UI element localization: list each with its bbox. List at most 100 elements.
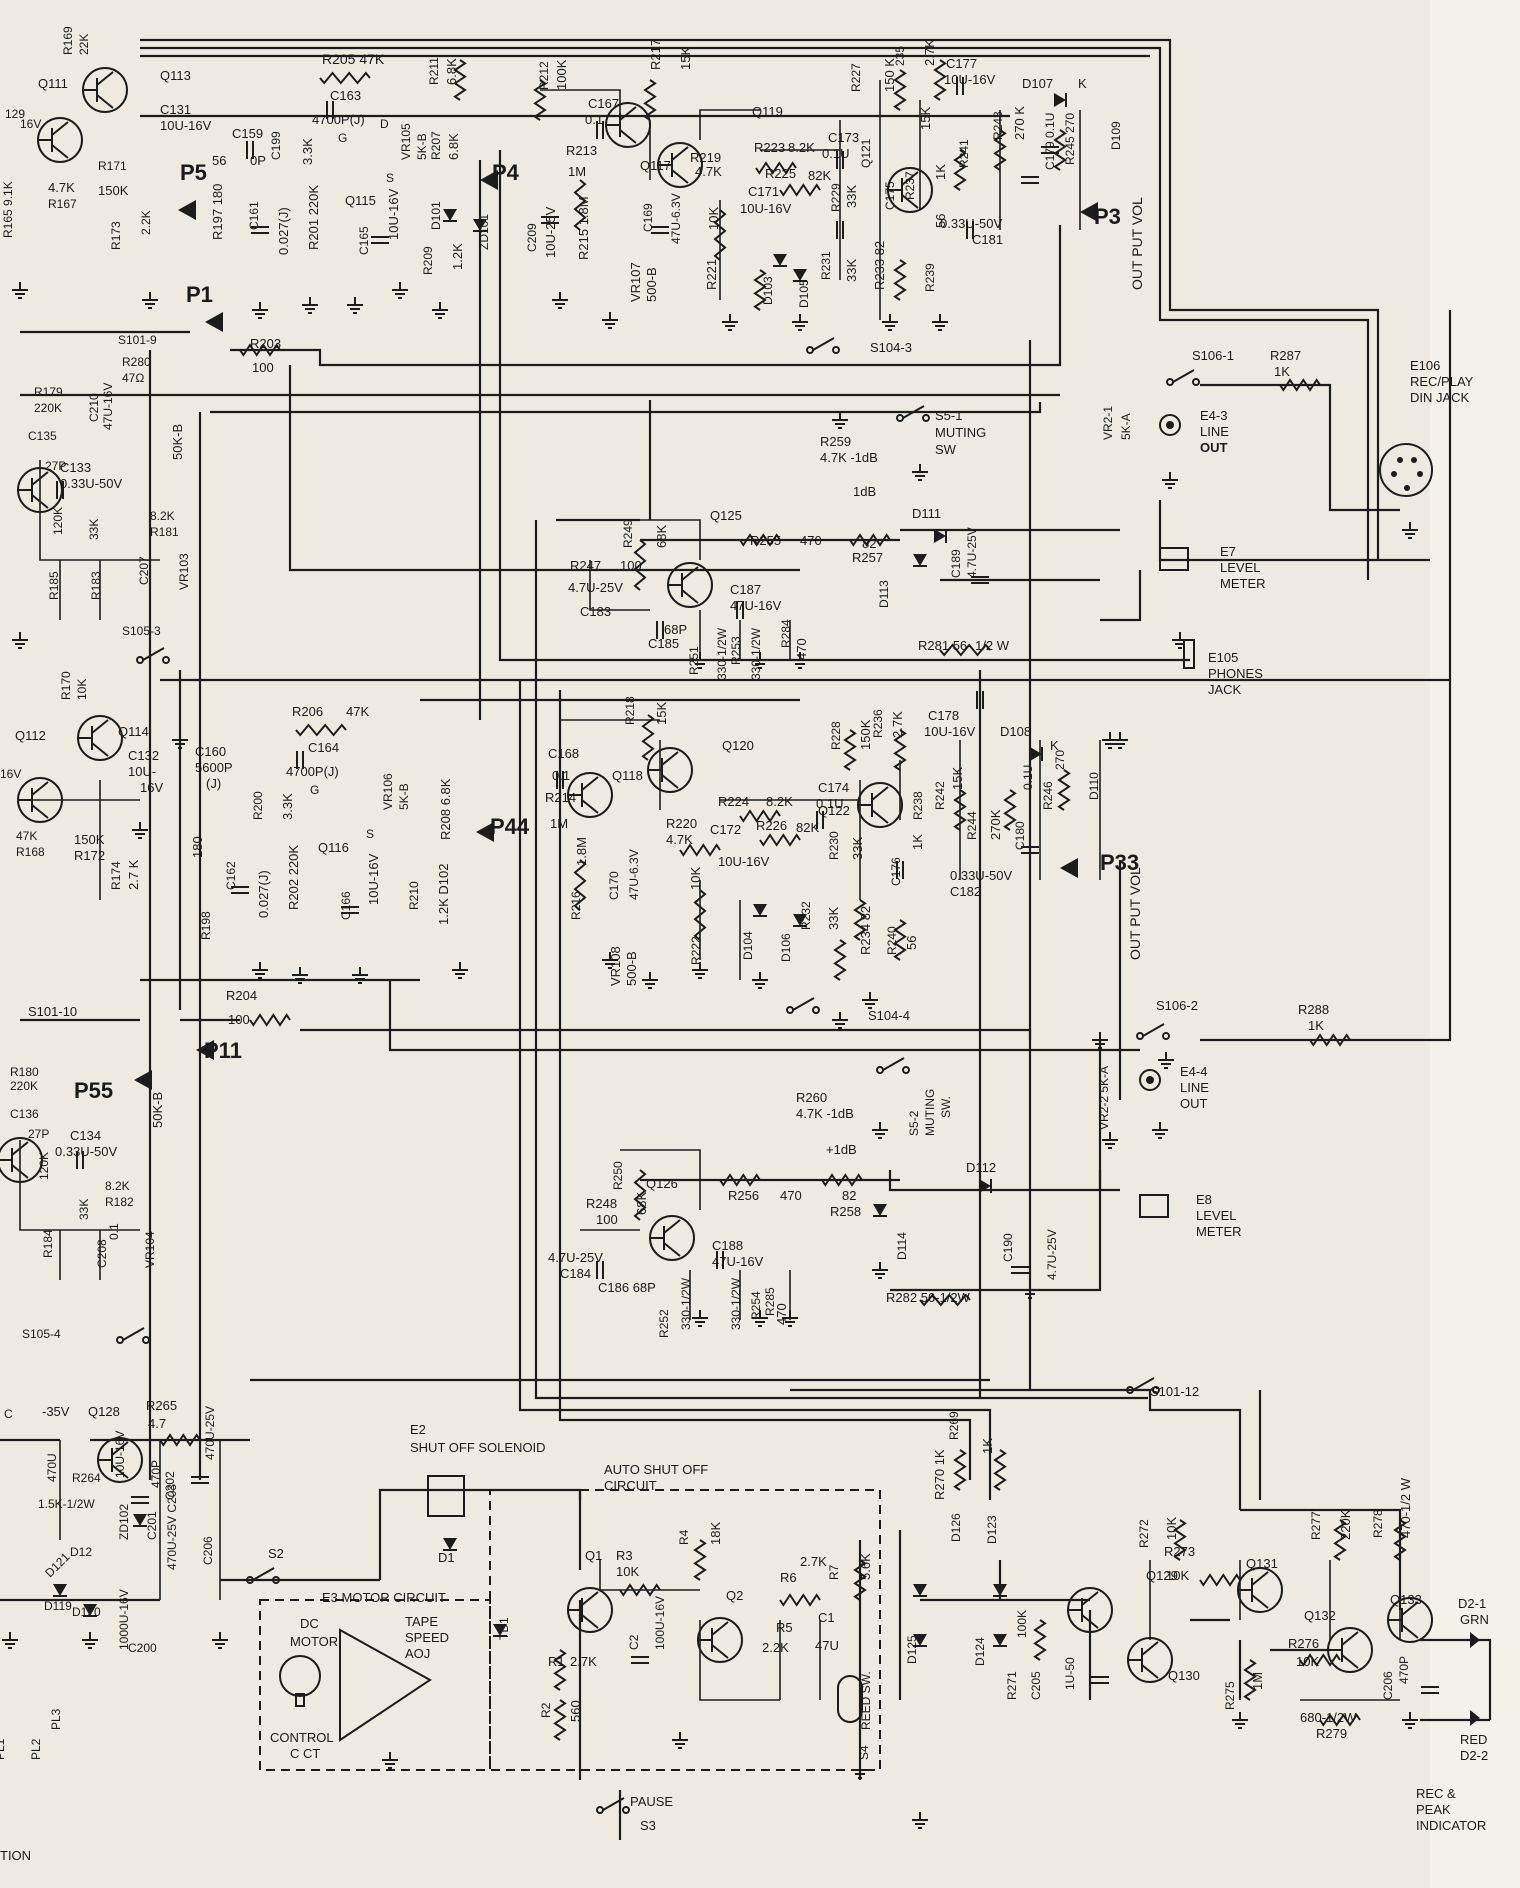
ground-symbol xyxy=(302,297,318,314)
ground-symbol xyxy=(347,297,363,314)
ground-symbol xyxy=(142,292,158,309)
label: R225 xyxy=(765,166,796,181)
diode-symbol xyxy=(493,1624,507,1637)
rca-jack-symbol xyxy=(1139,1069,1161,1091)
test-point-arrow xyxy=(1060,858,1078,878)
label: P33 xyxy=(1100,850,1139,875)
label: R256 xyxy=(728,1188,759,1203)
label: Q118 xyxy=(612,768,643,783)
ground-symbol xyxy=(752,972,768,989)
label: 33K xyxy=(826,907,841,930)
resistor-symbol xyxy=(1279,378,1321,392)
label: K xyxy=(1050,738,1059,753)
ground-symbol xyxy=(862,992,878,1009)
label: 4.7U-25V xyxy=(965,527,979,578)
label: 68P xyxy=(664,622,687,637)
label: E2 xyxy=(410,1422,426,1437)
label: 10U-16V xyxy=(718,854,770,869)
label: 4700P(J) xyxy=(312,112,365,127)
label: S5-1 xyxy=(935,408,962,423)
resistor-symbol xyxy=(1333,1519,1347,1561)
label: 4.7K xyxy=(695,164,722,179)
label: D120 xyxy=(72,1605,101,1619)
label: R201 220K xyxy=(306,185,321,250)
label: D109 xyxy=(1109,121,1123,150)
label: 4.7U-25V xyxy=(568,580,623,595)
resistor-symbol xyxy=(1309,1033,1351,1047)
label: 470P xyxy=(149,1460,163,1488)
capacitor-symbol xyxy=(296,751,304,769)
label: C136 xyxy=(10,1107,39,1121)
transistor-symbol xyxy=(1387,1597,1433,1643)
label: PL3 xyxy=(49,1708,63,1730)
label: C135 xyxy=(28,429,57,443)
label: C202 xyxy=(163,1471,177,1500)
capacitor-symbol xyxy=(326,101,334,119)
capacitor-symbol xyxy=(1021,176,1039,184)
resistor-symbol xyxy=(1299,1653,1341,1667)
label: R200 xyxy=(251,791,265,820)
label: 50K-B xyxy=(150,1092,165,1128)
label: 10U-16V xyxy=(366,853,381,905)
capacitor-symbol xyxy=(1041,146,1059,154)
label: D105 xyxy=(797,279,811,308)
label: S105-3 xyxy=(122,624,161,638)
label: 47K xyxy=(16,829,37,843)
label: C162 xyxy=(224,861,238,890)
resistor-symbol xyxy=(1319,1713,1361,1727)
label: C177 xyxy=(946,56,977,71)
label: 10U-25V xyxy=(543,206,558,258)
label: C178 xyxy=(928,708,959,723)
label: C160 xyxy=(195,744,226,759)
label: R251 xyxy=(687,646,701,675)
ground-symbol xyxy=(172,732,188,749)
label: Q2 xyxy=(726,1588,743,1603)
switch-symbol xyxy=(116,1327,150,1344)
ground-symbol xyxy=(392,282,408,299)
label: R245 270 xyxy=(1063,113,1077,165)
resistor-symbol xyxy=(833,939,847,981)
label: R7 xyxy=(827,1564,841,1580)
label: C210 xyxy=(87,393,101,422)
label: R203 xyxy=(250,336,281,351)
label: D112 xyxy=(966,1160,996,1175)
label: P3 xyxy=(1094,204,1121,229)
transistor-symbol xyxy=(857,782,903,828)
label: 129 xyxy=(5,107,25,121)
label: LEVEL xyxy=(1220,560,1260,575)
label: R246 xyxy=(1041,781,1055,810)
label: E7 xyxy=(1220,544,1236,559)
capacitor-symbol xyxy=(1011,1266,1029,1274)
ground-symbol xyxy=(252,962,268,979)
ground-symbol xyxy=(882,314,898,331)
resistor-symbol xyxy=(1243,1659,1257,1701)
resistor-symbol xyxy=(1173,1519,1187,1561)
label: D125 xyxy=(905,1635,919,1664)
label: 82K xyxy=(796,820,819,835)
ground-symbol xyxy=(1092,1032,1108,1049)
label: 27P xyxy=(28,1127,49,1141)
resistor-symbol xyxy=(853,899,867,941)
test-point-arrow xyxy=(134,1070,152,1090)
label: R272 xyxy=(1137,1519,1151,1548)
label: R182 xyxy=(105,1195,134,1209)
transistor-symbol xyxy=(82,67,128,113)
capacitor-symbol xyxy=(631,1656,649,1664)
label: R209 xyxy=(421,246,435,275)
label: D104 xyxy=(741,931,755,960)
label: 33K xyxy=(87,519,101,540)
label: C201 xyxy=(145,1511,159,1540)
resistor-symbol xyxy=(849,533,891,547)
label: 270 K xyxy=(1012,106,1027,140)
label: 22K xyxy=(77,34,91,55)
ground-symbol xyxy=(1022,1282,1038,1299)
label: 470 xyxy=(800,533,822,548)
resistor-symbol xyxy=(821,1173,863,1187)
ground-symbol xyxy=(832,1012,848,1029)
label: MUTING xyxy=(935,425,986,440)
switch-symbol xyxy=(596,1797,630,1814)
label: +1dB xyxy=(826,1142,857,1157)
label: 10K xyxy=(1296,1654,1319,1669)
resistor-symbol xyxy=(753,269,767,311)
label: P11 xyxy=(204,1038,242,1063)
